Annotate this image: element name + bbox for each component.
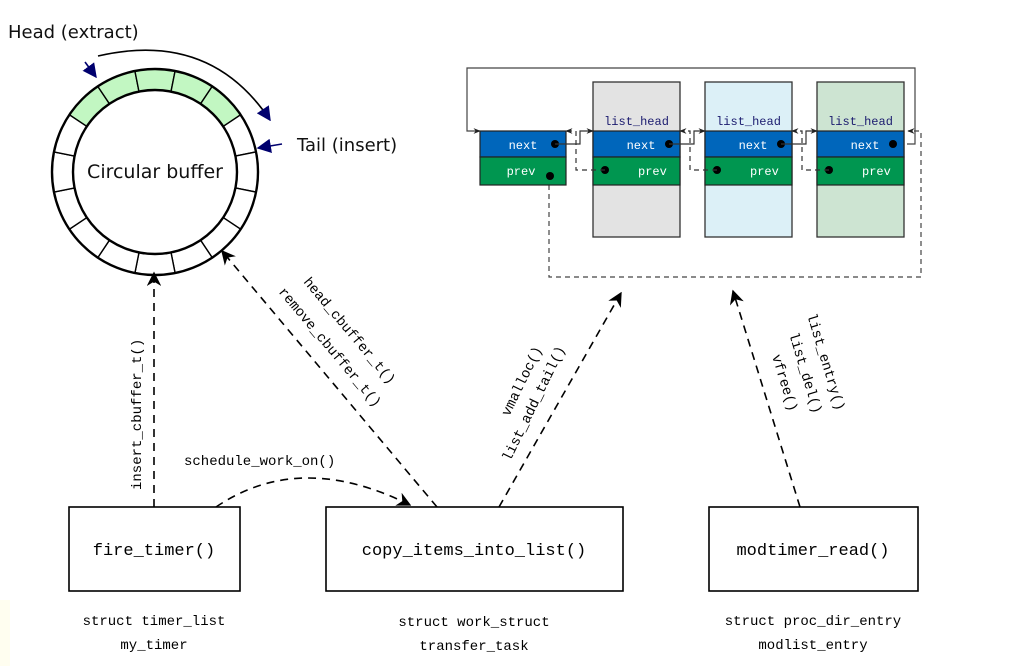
circular-buffer-label: Circular buffer xyxy=(87,161,223,183)
head-prev-field xyxy=(479,156,567,186)
prev-link xyxy=(679,128,717,171)
tail-label: Tail (insert) xyxy=(296,135,397,156)
struct-type: struct timer_list xyxy=(83,614,226,630)
next-link xyxy=(669,128,706,145)
next-link xyxy=(555,128,594,145)
buffer-slot-filled xyxy=(134,68,176,93)
head-next-label: next xyxy=(509,139,538,153)
list-head-node: next prev xyxy=(479,130,567,186)
node-prev-label: prev xyxy=(862,165,891,179)
node-title: list_head xyxy=(604,115,669,129)
circular-buffer xyxy=(50,67,260,277)
node-next-label: next xyxy=(739,139,768,153)
schedule-edge xyxy=(215,477,412,508)
node-prev-label: prev xyxy=(638,165,667,179)
function-name: modtimer_read() xyxy=(736,542,889,561)
buffer-inner-ring xyxy=(71,88,239,256)
prev-link xyxy=(791,128,829,171)
next-link xyxy=(781,128,818,145)
prev-link xyxy=(565,128,605,171)
function-name: copy_items_into_list() xyxy=(362,542,586,561)
head-prev-pointer-dot xyxy=(546,172,554,180)
buffer-slot-empty xyxy=(134,251,176,276)
direction-arc-arrow xyxy=(97,49,271,122)
tail-pointer-arrow xyxy=(256,138,283,153)
node-title: list_head xyxy=(828,115,893,129)
buffer-slot-empty xyxy=(51,151,76,193)
struct-type: struct proc_dir_entry xyxy=(725,614,901,630)
head-label: Head (extract) xyxy=(8,22,139,43)
insert-edge-label: insert_cbuffer_t() xyxy=(130,339,146,490)
head-pointer-arrow xyxy=(82,61,97,79)
struct-name: my_timer xyxy=(120,638,187,654)
wraparound-next-link xyxy=(466,67,916,145)
node-next-label: next xyxy=(851,139,880,153)
struct-type: struct work_struct xyxy=(398,615,549,631)
function-box-fire-timer: fire_timer() struct timer_list my_timer xyxy=(68,506,241,654)
function-box-copy-items: copy_items_into_list() struct work_struc… xyxy=(325,506,624,655)
node-title: list_head xyxy=(716,115,781,129)
struct-name: transfer_task xyxy=(419,639,528,655)
buffer-slot-empty xyxy=(234,151,259,193)
wraparound-prev-link xyxy=(548,128,922,278)
function-box-modtimer-read: modtimer_read() struct proc_dir_entry mo… xyxy=(708,506,919,654)
schedule-edge-label: schedule_work_on() xyxy=(184,454,335,470)
background-tint xyxy=(0,600,10,666)
next-pointer-dot xyxy=(889,140,897,148)
node-next-label: next xyxy=(627,139,656,153)
function-name: fire_timer() xyxy=(93,542,215,561)
head-prev-label: prev xyxy=(507,165,536,179)
node-prev-label: prev xyxy=(750,165,779,179)
struct-name: modlist_entry xyxy=(758,638,867,654)
list-nodes: list_headnextprevlist_headnextprevlist_h… xyxy=(555,81,905,238)
list-entry-edge xyxy=(729,289,801,508)
